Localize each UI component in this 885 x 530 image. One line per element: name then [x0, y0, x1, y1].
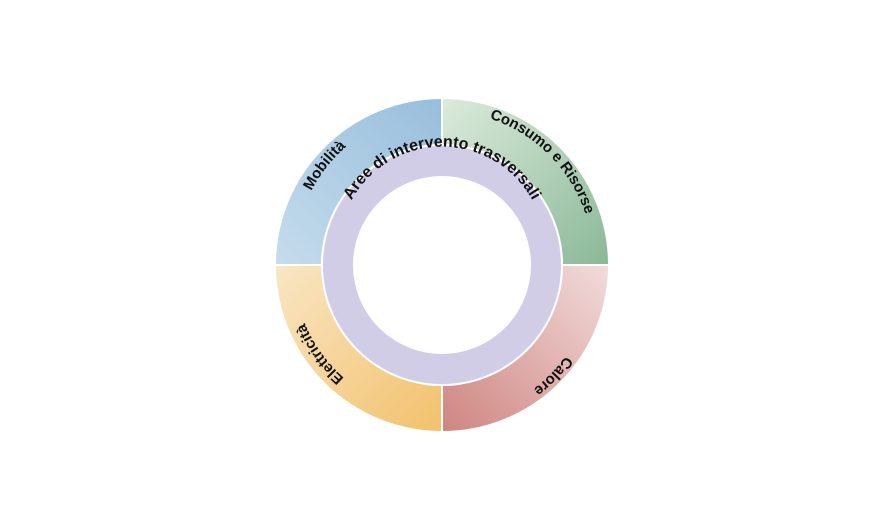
center-ring [320, 144, 564, 386]
